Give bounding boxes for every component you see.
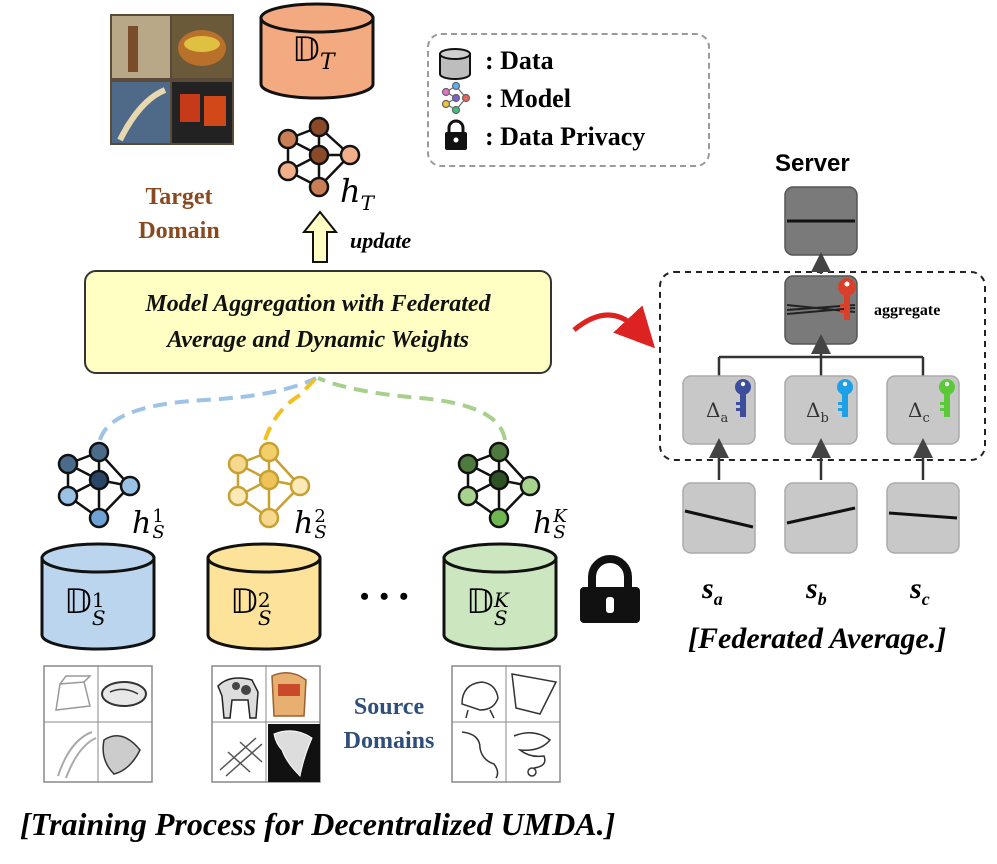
source2-image-grid <box>211 665 321 783</box>
target-domain-line1: Target <box>145 184 213 210</box>
sourceK-link <box>317 376 507 441</box>
client-label-c: sc <box>910 572 930 609</box>
source2-link <box>263 376 318 441</box>
delta-label-a: Δa <box>706 398 729 426</box>
legend-model-icon <box>441 81 471 115</box>
delta-label-c: Δc <box>908 398 930 426</box>
key-icon-b <box>837 379 853 417</box>
client-label-a: sa <box>702 572 723 609</box>
source1-link <box>98 376 317 441</box>
source1-model-icon <box>57 441 141 529</box>
update-arrow <box>301 210 339 263</box>
source-domains-label: Source Domains <box>330 690 448 758</box>
sourceK-dataset-cylinder <box>442 542 558 651</box>
target-image-grid <box>110 14 234 145</box>
main-caption: [Training Process for Decentralized UMDA… <box>20 806 616 842</box>
target-model-icon <box>277 116 361 198</box>
link-arrow <box>572 305 656 349</box>
key-icon-c <box>939 379 955 417</box>
source1-dataset-cylinder <box>40 542 156 651</box>
update-label: update <box>350 228 412 253</box>
aggregation-line2: Average and Dynamic Weights <box>167 327 469 353</box>
target-dataset-cylinder <box>259 2 375 100</box>
source-domains-line2: Domains <box>343 728 435 754</box>
client-label-b: sb <box>806 572 827 609</box>
aggregate-key-icon <box>838 278 856 320</box>
privacy-lock-icon <box>580 555 640 623</box>
legend-data-icon <box>439 48 471 80</box>
sourceK-image-grid <box>451 665 561 783</box>
aggregate-label: aggregate <box>874 302 941 319</box>
legend-lock-icon <box>445 119 467 150</box>
legend-box <box>427 33 710 167</box>
aggregation-line1: Model Aggregation with Federated <box>145 291 491 317</box>
legend-model-label: : Model <box>485 84 571 113</box>
key-icon-a <box>735 379 751 417</box>
server-label: Server <box>775 150 850 177</box>
target-dataset-label: 𝔻T <box>292 30 335 75</box>
federated-caption: [Federated Average.] <box>688 622 947 655</box>
aggregation-box: Model Aggregation with Federated Average… <box>84 270 552 374</box>
target-model-label: hT <box>340 172 374 215</box>
legend-data-label: : Data <box>485 46 554 75</box>
target-domain-label: Target Domain <box>124 180 234 248</box>
client-block-b <box>784 482 858 554</box>
client-block-c <box>886 482 960 554</box>
aggregate-group-box <box>659 271 986 461</box>
target-domain-line2: Domain <box>138 218 220 244</box>
sourceK-model-icon <box>457 441 541 529</box>
ellipsis: • • • <box>360 582 411 611</box>
source-domains-line1: Source <box>353 694 425 720</box>
source1-image-grid <box>43 665 153 783</box>
delta-label-b: Δb <box>806 398 829 426</box>
legend-privacy-label: : Data Privacy <box>485 122 646 151</box>
source2-dataset-cylinder <box>206 542 322 651</box>
source2-model-icon <box>227 441 311 529</box>
